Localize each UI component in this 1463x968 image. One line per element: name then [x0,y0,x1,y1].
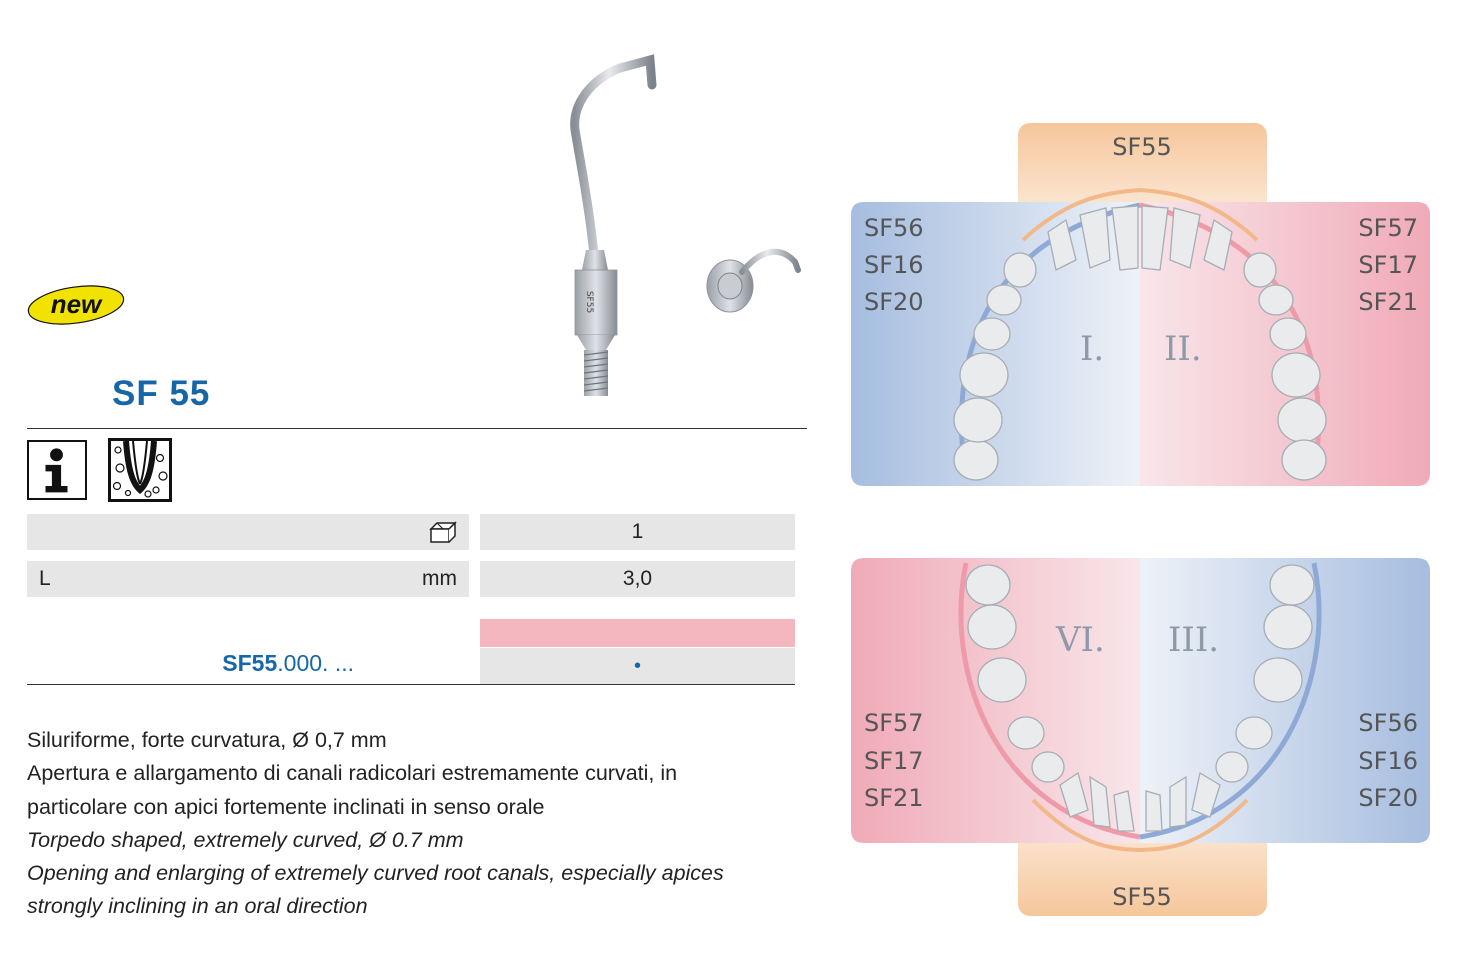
upper-quadrant-right: II. [1164,329,1202,369]
quantity-value: 1 [480,514,795,550]
lower-quadrant-right: III. [1168,620,1219,660]
quantity-label-cell [27,514,469,550]
lower-left-label-3: SF21 [864,784,924,812]
product-title: SF 55 [112,374,211,413]
upper-right-label-3: SF21 [1358,288,1418,316]
instrument-image: SF55 [520,50,820,410]
article-code-bold: SF55 [222,650,278,676]
instrument-tip [570,54,657,270]
length-unit: mm [422,567,457,590]
description-en-3: strongly inclining in an oral direction [27,894,368,919]
lower-right-label-2: SF16 [1358,747,1418,775]
upper-left-label-2: SF16 [864,251,924,279]
info-icon [27,440,87,500]
description-en-2: Opening and enlarging of extremely curve… [27,861,724,886]
lower-jaw-chart: SF55 SF57 SF17 SF21 SF56 SF16 SF20 VI. I… [848,555,1433,920]
upper-quadrant-left: I. [1080,329,1104,369]
length-label: L [39,567,51,590]
lower-left-label-1: SF57 [864,709,924,737]
description-it-3: particolare con apici fortemente inclina… [27,794,545,819]
lower-left-label-2: SF17 [864,747,924,775]
length-value: 3,0 [480,561,795,597]
instrument-shank-label: SF55 [584,291,594,313]
upper-jaw-chart: SF55 SF56 SF16 SF20 SF57 SF17 SF21 I. II… [848,120,1433,490]
lower-bottom-label: SF55 [1112,883,1172,911]
upper-left-label-3: SF20 [864,288,924,316]
color-band [480,619,795,647]
upper-left-label-1: SF56 [864,214,924,242]
description: Siluriforme, forte curvatura, Ø 0,7 mm A… [27,724,807,924]
description-it-2: Apertura e allargamento di canali radico… [27,761,678,786]
lower-right-label-3: SF20 [1358,784,1418,812]
availability-dot: • [480,648,795,684]
description-en-1: Torpedo shaped, extremely curved, Ø 0.7 … [27,827,464,852]
article-code-rest: .000. ... [277,650,354,676]
description-it-1: Siluriforme, forte curvatura, Ø 0,7 mm [27,728,387,752]
lower-quadrant-left: VI. [1055,620,1105,660]
new-badge-text: new [51,289,103,319]
upper-top-label: SF55 [1112,133,1172,161]
instrument-end-view [706,248,801,313]
package-icon [429,521,457,543]
divider-bottom [27,684,795,685]
divider-top [27,428,807,429]
length-label-cell: L mm [27,561,469,597]
new-badge: new [26,282,126,326]
upper-right-label-1: SF57 [1358,214,1418,242]
upper-right-label-2: SF17 [1358,251,1418,279]
lower-right-label-1: SF56 [1358,709,1418,737]
root-canal-icon [108,438,172,502]
article-code: SF55.000. ... [27,650,469,677]
